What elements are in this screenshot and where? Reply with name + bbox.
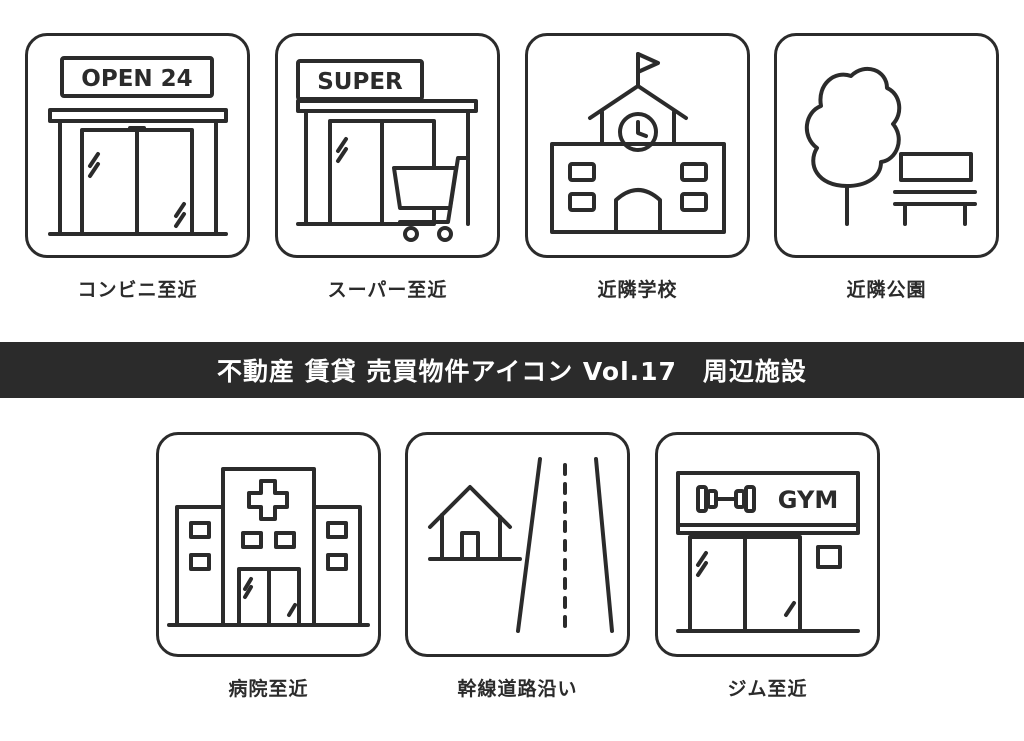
main-road-caption: 幹線道路沿い <box>457 678 578 700</box>
gym-caption: ジム至近 <box>727 678 808 700</box>
convenience-store-icon: OPEN 24 <box>48 56 228 236</box>
school-tile <box>525 33 750 258</box>
convenience-store-caption: コンビニ至近 <box>77 279 198 301</box>
supermarket-icon: SUPER <box>296 59 478 242</box>
gym-sign-text: GYM <box>778 486 838 514</box>
park-icon <box>805 66 977 226</box>
hospital-icon <box>167 467 370 627</box>
banner-title: 不動産 賃貸 売買物件アイコン Vol.17 周辺施設 <box>0 342 1024 398</box>
supermarket-tile: SUPER <box>275 33 500 258</box>
supermarket-sign-text: SUPER <box>317 69 403 95</box>
convenience-store-tile: OPEN 24 <box>25 33 250 258</box>
school-icon <box>550 52 726 234</box>
hospital-caption: 病院至近 <box>228 678 309 700</box>
store-sign-text: OPEN 24 <box>81 66 192 92</box>
park-caption: 近隣公園 <box>846 279 927 301</box>
school-caption: 近隣学校 <box>597 279 678 301</box>
gym-tile: GYM <box>655 432 880 657</box>
park-tile <box>774 33 999 258</box>
main-road-tile <box>405 432 630 657</box>
hospital-tile <box>156 432 381 657</box>
supermarket-caption: スーパー至近 <box>327 279 448 301</box>
gym-icon: GYM <box>676 471 860 633</box>
main-road-icon <box>428 457 614 633</box>
